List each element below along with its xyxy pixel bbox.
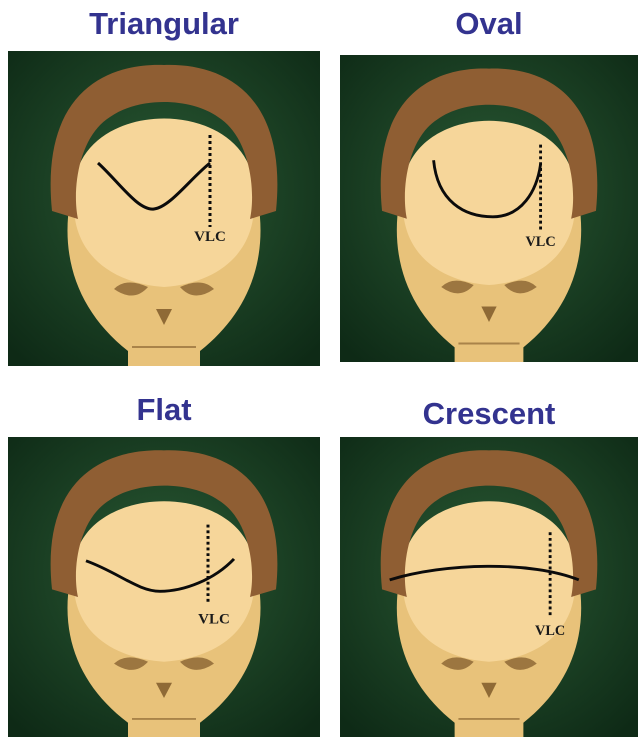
panel-flat: VLC	[8, 437, 320, 737]
skull-diagram-oval: VLC	[340, 55, 638, 362]
title-oval: Oval	[340, 4, 638, 44]
title-crescent: Crescent	[340, 394, 638, 434]
panel-triangular: VLC	[8, 51, 320, 366]
skull-diagram-crescent: VLC	[340, 437, 638, 737]
vlc-label: VLC	[535, 623, 565, 639]
skull-diagram-flat: VLC	[8, 437, 320, 737]
title-flat: Flat	[8, 390, 320, 430]
panel-crescent: VLC	[340, 437, 638, 737]
vlc-label: VLC	[198, 612, 230, 628]
skull-diagram-triangular: VLC	[8, 51, 320, 366]
title-triangular: Triangular	[8, 4, 320, 44]
vlc-label: VLC	[525, 234, 555, 250]
panel-oval: VLC	[340, 55, 638, 362]
vlc-label: VLC	[194, 229, 226, 245]
